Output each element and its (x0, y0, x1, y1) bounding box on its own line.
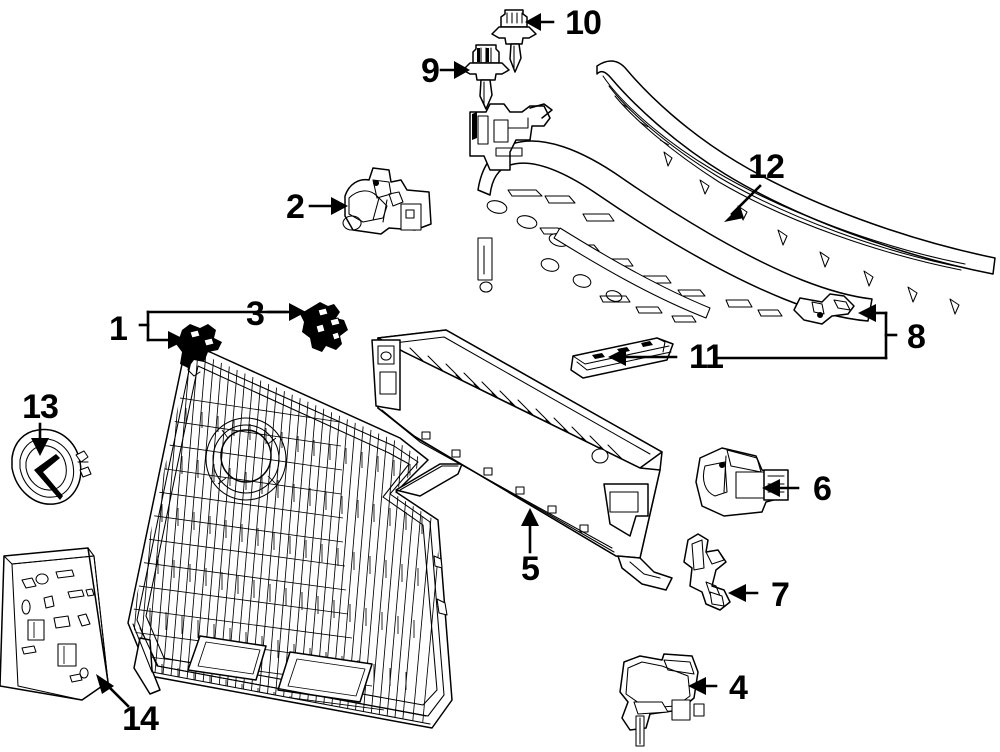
part-grille-retainer-clip (300, 302, 348, 352)
callout-label-1: 1 (109, 310, 127, 348)
callout-leader-12 (724, 184, 762, 222)
callout-leader-1 (138, 310, 288, 349)
part-push-pin-clip-b (491, 9, 537, 73)
part-lexus-emblem (11, 428, 92, 505)
callout-leader-3 (266, 303, 306, 321)
callout-label-6: 6 (813, 470, 831, 508)
callout-label-12: 12 (748, 148, 784, 186)
part-upper-radiator-support (469, 103, 873, 325)
part-lower-radiator-air-guide (371, 329, 673, 591)
callout-label-14: 14 (122, 700, 159, 738)
part-upper-reinforcement-bar (596, 60, 996, 315)
callout-leader-10 (525, 13, 555, 31)
part-push-pin-clip-a (462, 44, 510, 110)
callout-label-4: 4 (729, 669, 748, 707)
callout-leader-7 (728, 584, 759, 602)
part-bracket-upper-left (342, 167, 432, 235)
callout-leader-9 (439, 61, 470, 79)
callout-leader-6 (762, 479, 800, 497)
callout-leader-13 (31, 422, 49, 456)
part-lower-bracket (619, 653, 705, 747)
callout-leader-11 (608, 348, 678, 366)
callout-label-9: 9 (421, 52, 439, 90)
callout-leader-8 (714, 304, 898, 360)
part-small-bracket (683, 533, 731, 611)
callout-label-3: 3 (246, 295, 264, 333)
callout-leader-5 (521, 508, 539, 554)
callout-label-13: 13 (22, 388, 58, 426)
part-license-plate-bracket (0, 547, 109, 701)
callout-leader-14 (96, 674, 130, 708)
callout-label-11: 11 (689, 338, 723, 376)
callout-label-5: 5 (521, 550, 539, 588)
callout-label-7: 7 (771, 576, 789, 614)
callout-leader-4 (688, 677, 718, 695)
callout-label-2: 2 (286, 188, 304, 226)
callout-label-10: 10 (565, 4, 601, 42)
callout-leader-2 (308, 197, 348, 215)
callout-label-8: 8 (907, 318, 925, 356)
